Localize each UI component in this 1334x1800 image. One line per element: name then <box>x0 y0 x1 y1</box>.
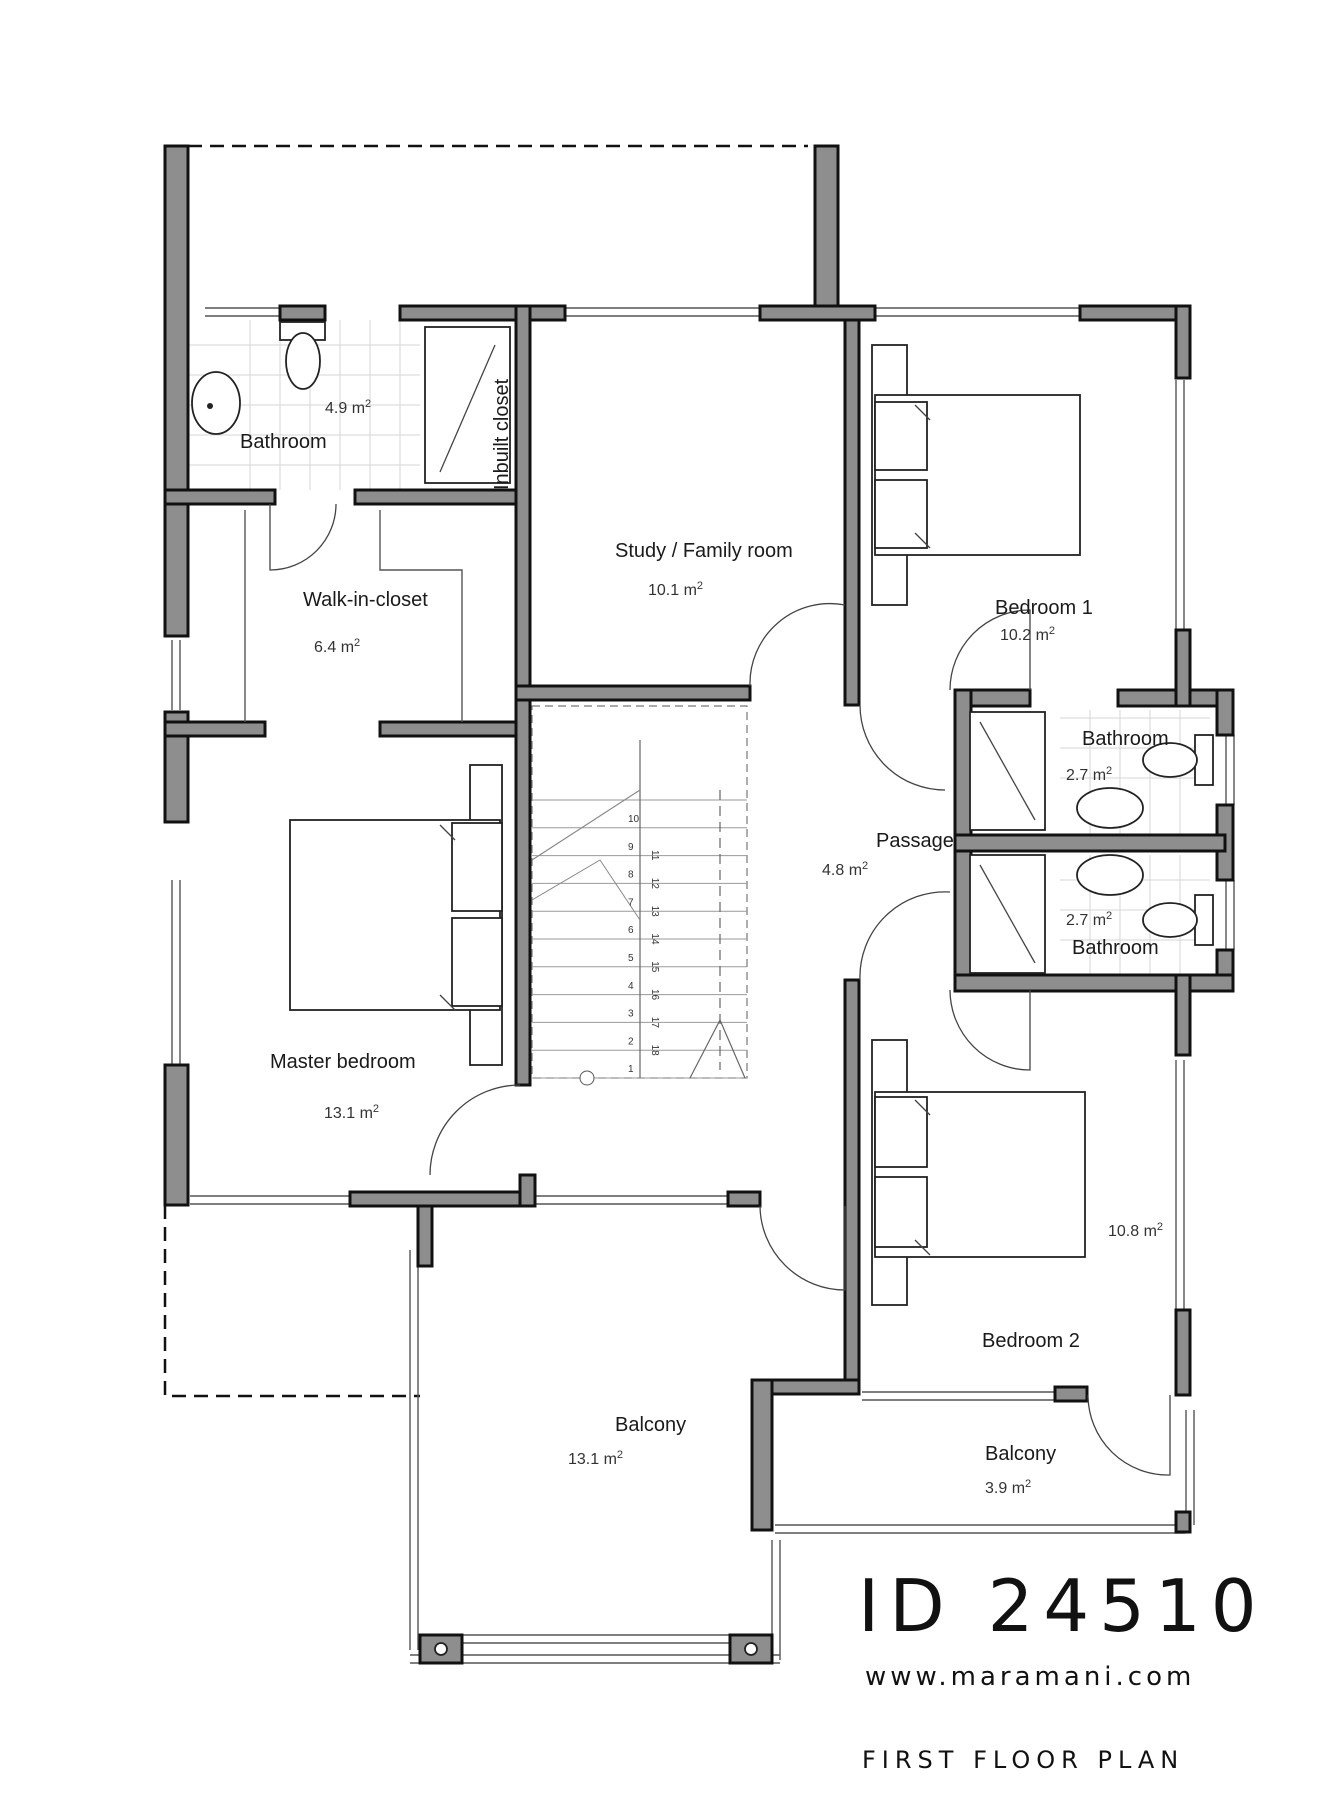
plan-id-title: ID 24510 <box>858 1564 1267 1648</box>
stair-step-number: 16 <box>649 989 660 1001</box>
fixtures <box>191 321 1214 1656</box>
room-area-bathroom-2: 2.7 m2 <box>1066 765 1112 784</box>
toilet-icon <box>1142 742 1198 778</box>
room-area-balcony-main: 13.1 m2 <box>568 1449 623 1468</box>
window-lines <box>171 307 1235 1664</box>
room-area-balcony-small: 3.9 m2 <box>985 1478 1031 1497</box>
room-name-bedroom-1: Bedroom 1 <box>995 597 1093 619</box>
stair-step-number: 14 <box>649 933 660 945</box>
room-area-bathroom-main: 4.9 m2 <box>325 398 371 417</box>
stair-step-number: 2 <box>628 1036 634 1047</box>
stair-step-number: 7 <box>628 897 634 908</box>
door-swings <box>269 503 1171 1476</box>
room-name-inbuilt-closet: Inbuilt closet <box>491 378 513 490</box>
stair-step-number: 5 <box>628 953 634 964</box>
room-name-master-bedroom: Master bedroom <box>270 1051 416 1073</box>
stair-step-number: 8 <box>628 870 634 881</box>
room-area-study: 10.1 m2 <box>648 580 703 599</box>
sink-icon <box>1076 854 1144 896</box>
staircase: 10 9 8 7 6 5 4 3 2 1 11 12 13 14 15 16 17 18 <box>531 705 748 1086</box>
stair-step-number: 9 <box>628 842 634 853</box>
sink-icon <box>1076 787 1144 829</box>
pillow-icon <box>874 1176 928 1248</box>
room-area-walk-in-closet: 6.4 m2 <box>314 637 360 656</box>
pillow-icon <box>451 822 503 912</box>
plan-name-caption: FIRST FLOOR PLAN <box>862 1746 1185 1774</box>
bathroom-tiles <box>188 320 1210 980</box>
stair-step-number: 10 <box>628 814 640 825</box>
stair-step-number: 3 <box>628 1009 634 1020</box>
room-name-passage: Passage <box>876 830 954 852</box>
stair-step-number: 15 <box>649 961 660 973</box>
room-name-bathroom-3: Bathroom <box>1072 937 1159 959</box>
stair-step-number: 13 <box>649 906 660 918</box>
room-area-bedroom-2: 10.8 m2 <box>1108 1221 1163 1240</box>
stair-step-number: 17 <box>649 1017 660 1029</box>
toilet-icon <box>285 332 321 390</box>
stair-step-number: 4 <box>628 981 634 992</box>
room-name-balcony-small: Balcony <box>985 1443 1056 1465</box>
room-area-master-bedroom: 13.1 m2 <box>324 1103 379 1122</box>
pillow-icon <box>874 1096 928 1168</box>
pillow-icon <box>874 401 928 471</box>
sink-icon <box>191 371 241 435</box>
room-name-bathroom-main: Bathroom <box>240 431 327 453</box>
walls <box>163 144 1235 1665</box>
room-name-bedroom-2: Bedroom 2 <box>982 1330 1080 1352</box>
pillow-icon <box>451 917 503 1007</box>
post-icon <box>434 1642 448 1656</box>
shower-tray-icon <box>424 326 511 484</box>
room-name-walk-in-closet: Walk-in-closet <box>303 589 428 611</box>
stair-step-number: 1 <box>628 1064 634 1075</box>
website-url: www.maramani.com <box>865 1662 1196 1692</box>
stair-step-number: 12 <box>649 878 660 890</box>
room-name-bathroom-2: Bathroom <box>1082 728 1169 750</box>
stair-step-number: 18 <box>649 1045 660 1057</box>
post-icon <box>744 1642 758 1656</box>
room-area-bathroom-3: 2.7 m2 <box>1066 910 1112 929</box>
stair-step-number: 11 <box>649 850 660 861</box>
dashed-outlines <box>163 144 808 1398</box>
toilet-icon <box>1142 902 1198 938</box>
stair-step-number: 6 <box>628 925 634 936</box>
drain-icon <box>207 403 213 409</box>
room-area-passage: 4.8 m2 <box>822 860 868 879</box>
room-area-bedroom-1: 10.2 m2 <box>1000 625 1055 644</box>
room-labels: Bathroom 4.9 m2 Inbuilt closet Study / F… <box>240 378 1169 1497</box>
room-name-balcony-main: Balcony <box>615 1414 686 1436</box>
room-name-study: Study / Family room <box>615 540 793 562</box>
